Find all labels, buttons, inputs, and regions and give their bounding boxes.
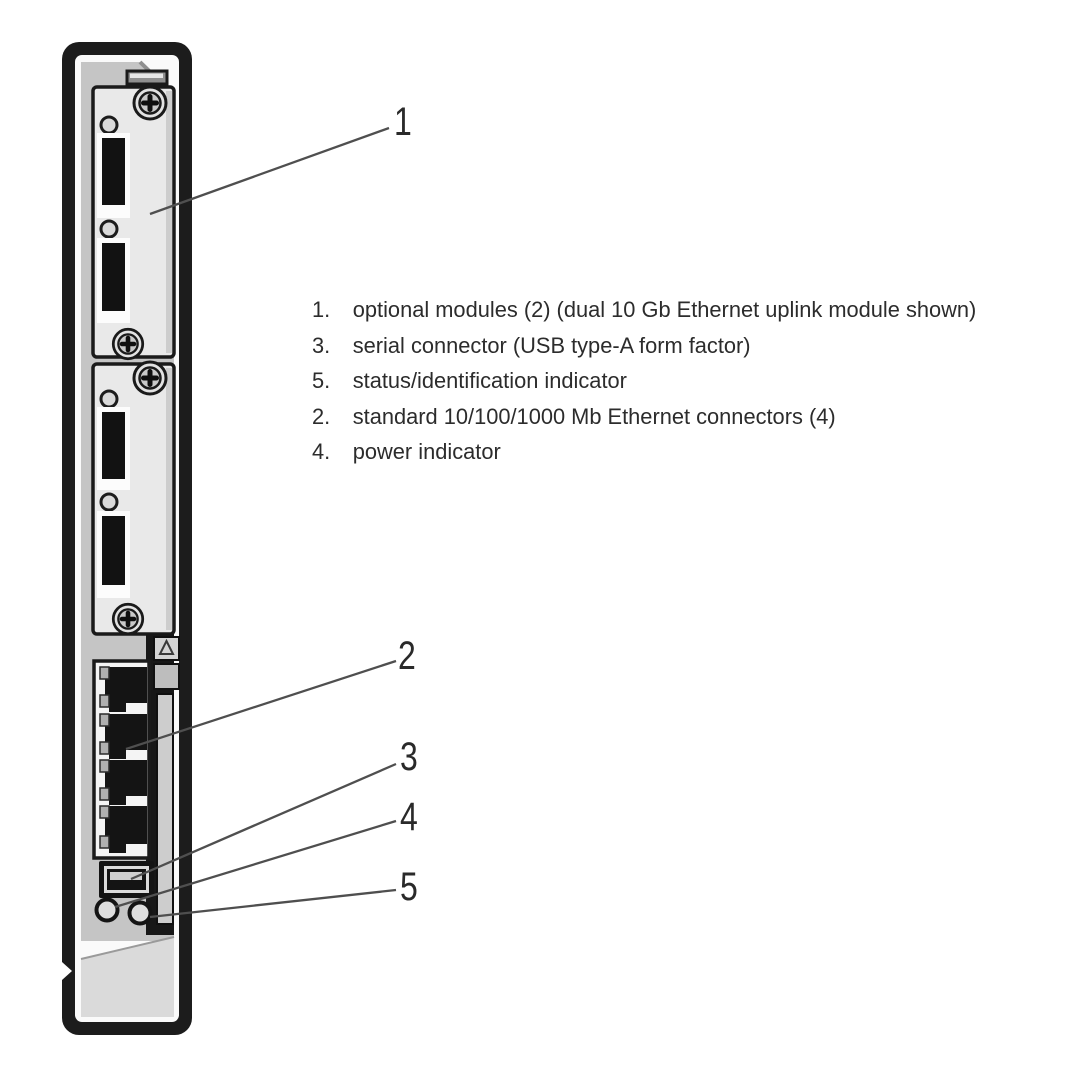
legend-item-text: status/identification indicator (352, 368, 627, 393)
ethernet-port-3 (99, 759, 147, 805)
leader-line-3 (130, 762, 397, 881)
legend-item: 1. optional modules (2) (dual 10 Gb Ethe… (312, 296, 1030, 332)
optional-module-2 (91, 362, 176, 634)
port-led-icon (99, 805, 110, 819)
callout-number-2: 2 (398, 634, 416, 678)
port-led-icon (99, 694, 110, 708)
left-edge-notch (62, 962, 72, 980)
legend-item: 5. status/identification indicator (312, 367, 1030, 403)
ethernet-port-4 (99, 805, 147, 853)
ethernet-ports (92, 659, 151, 860)
legend-item-text: power indicator (352, 439, 501, 464)
module-1-edge-shade (166, 91, 172, 353)
leader-lines (114, 126, 397, 919)
port-led-icon (99, 759, 110, 773)
phillips-screw-icon (134, 362, 166, 394)
legend-item-number: 3. (312, 332, 331, 358)
port-led-icon (99, 787, 110, 801)
port-led-icon (99, 713, 110, 727)
leader-line-5 (149, 888, 397, 919)
chassis-bottom-block (62, 936, 175, 1017)
port-led-icon (99, 835, 110, 849)
legend-item-text: standard 10/100/1000 Mb Ethernet connect… (352, 403, 836, 429)
legend-item: 3. serial connector (USB type-A form fac… (312, 332, 1030, 368)
module-led-icon (99, 389, 119, 409)
module-led-icon (99, 219, 119, 239)
module-2-edge-shade (166, 368, 172, 630)
callout-number-4: 4 (400, 795, 418, 839)
power-indicator-led (94, 897, 120, 923)
port-led-icon (99, 666, 110, 680)
legend-item-text: optional modules (2) (dual 10 Gb Etherne… (352, 297, 977, 322)
module-port-slot (102, 516, 125, 585)
phillips-screw-icon (134, 87, 166, 119)
leader-line-1 (149, 126, 390, 216)
legend-item: 2. standard 10/100/1000 Mb Ethernet conn… (312, 403, 1030, 439)
legend-item-text: serial connector (USB type-A form factor… (352, 332, 751, 358)
ethernet-port-1 (99, 666, 147, 712)
legend-item-number: 5. (312, 368, 331, 393)
usb-serial-connector (99, 861, 154, 898)
phillips-screw-icon (113, 329, 142, 358)
status-identification-led (127, 900, 153, 926)
module-led-icon (99, 115, 119, 135)
legend-item-number: 4. (312, 439, 331, 464)
legend-item: 4. power indicator (312, 438, 1030, 474)
legend-item-number: 1. (312, 297, 331, 322)
latch-tab (153, 663, 180, 690)
module-port-slot (102, 412, 125, 479)
legend-item-number: 2. (312, 403, 331, 429)
module-led-icon (99, 492, 119, 512)
top-vent-slot-highlight (130, 73, 163, 78)
callout-number-1: 1 (394, 100, 412, 144)
module-port-slot (102, 243, 125, 311)
triangle-icon (158, 638, 175, 655)
callout-number-3: 3 (400, 735, 418, 779)
callout-number-5: 5 (400, 865, 418, 909)
legend: 1. optional modules (2) (dual 10 Gb Ethe… (312, 296, 1052, 474)
phillips-screw-icon (113, 604, 142, 633)
leader-line-2 (125, 659, 397, 751)
module-port-slot (102, 138, 125, 205)
optional-module-1 (91, 87, 176, 359)
port-led-icon (99, 741, 110, 755)
usb-tongue (110, 872, 142, 880)
leader-line-4 (114, 819, 397, 909)
